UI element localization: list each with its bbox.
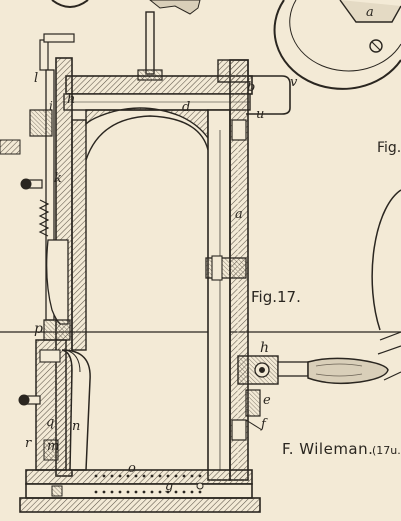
letter-h-left: h [67, 92, 75, 107]
letter-v: v [290, 75, 298, 90]
engraver-signature-ref: (17u. [372, 444, 401, 457]
letter-q: q [46, 415, 54, 430]
crank-handle [237, 355, 389, 385]
figure-caption: Fig.17. [251, 288, 301, 306]
left-stub [0, 139, 21, 155]
machine-frame [18, 11, 291, 513]
letter-m: m [47, 439, 59, 454]
letter-f: f [260, 417, 268, 432]
letter-u: u [256, 107, 264, 122]
letter-a-mid: a [235, 207, 243, 222]
letter-b: b [247, 80, 255, 95]
letter-r: r [25, 436, 32, 451]
letter-h-right: h [260, 340, 269, 356]
right-partial-details [377, 331, 401, 381]
top-left-partial-disc [51, 0, 89, 8]
letter-i: i [49, 99, 53, 113]
letter-a-top: a [366, 5, 374, 20]
top-fragment [149, 0, 201, 15]
letter-g: g [165, 479, 173, 494]
engraver-signature: F. Wileman. [282, 440, 373, 458]
letter-n: n [72, 419, 80, 434]
right-partial-figure [371, 189, 401, 331]
letter-k: k [54, 171, 62, 186]
figure-caption-cropped: Fig. [377, 140, 401, 156]
letter-o: o [128, 461, 136, 476]
letter-p: p [34, 321, 43, 337]
letter-d: d [182, 100, 190, 115]
letter-l: l [34, 71, 38, 86]
letter-e: e [263, 393, 271, 408]
top-right-wheel [273, 0, 401, 90]
